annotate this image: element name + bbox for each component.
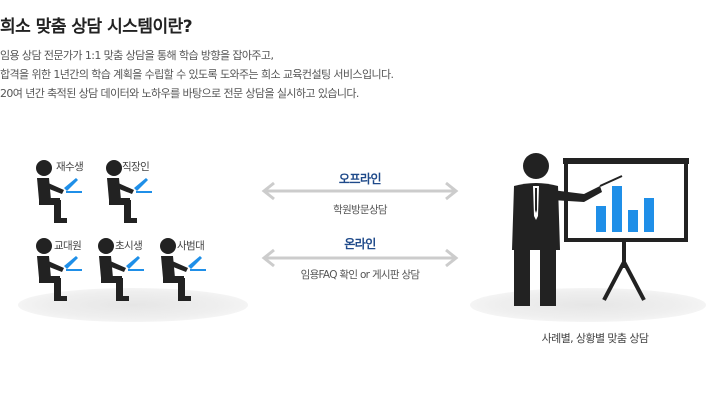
description: 임용 상담 전문가가 1:1 맞춤 상담을 통해 학습 방향을 잡아주고, 합격… [0,46,700,103]
page-title: 희소 맞춤 상담 시스템이란? [0,17,193,37]
description-line-3: 20여 년간 축적된 상담 데이터와 노하우를 바탕으로 전문 상담을 실시하고… [0,87,359,100]
student-label: 사범대 [177,240,205,252]
double-arrow-icon [260,248,460,268]
online-subtitle: 임용FAQ 확인 or 게시판 상담 [300,269,420,281]
student-label: 재수생 [56,161,84,173]
student-label: 직장인 [122,161,150,173]
online-title: 온라인 [344,237,376,251]
consultant-caption: 사례별, 상황별 맞춤 상담 [541,332,649,345]
description-line-2: 합격을 위한 1년간의 학습 계획을 수립할 수 있도록 도와주는 희소 교육컨… [0,68,394,81]
offline-subtitle: 학원방문상담 [333,204,387,216]
description-line-1: 임용 상담 전문가가 1:1 맞춤 상담을 통해 학습 방향을 잡아주고, [0,49,274,62]
presenter-figure-icon [500,150,700,315]
consultant-shadow [470,288,706,322]
student-label: 초시생 [115,240,143,252]
double-arrow-icon [260,181,460,201]
bar-chart-icon [596,186,654,232]
student-label: 교대원 [54,240,82,252]
offline-title: 오프라인 [338,172,382,186]
